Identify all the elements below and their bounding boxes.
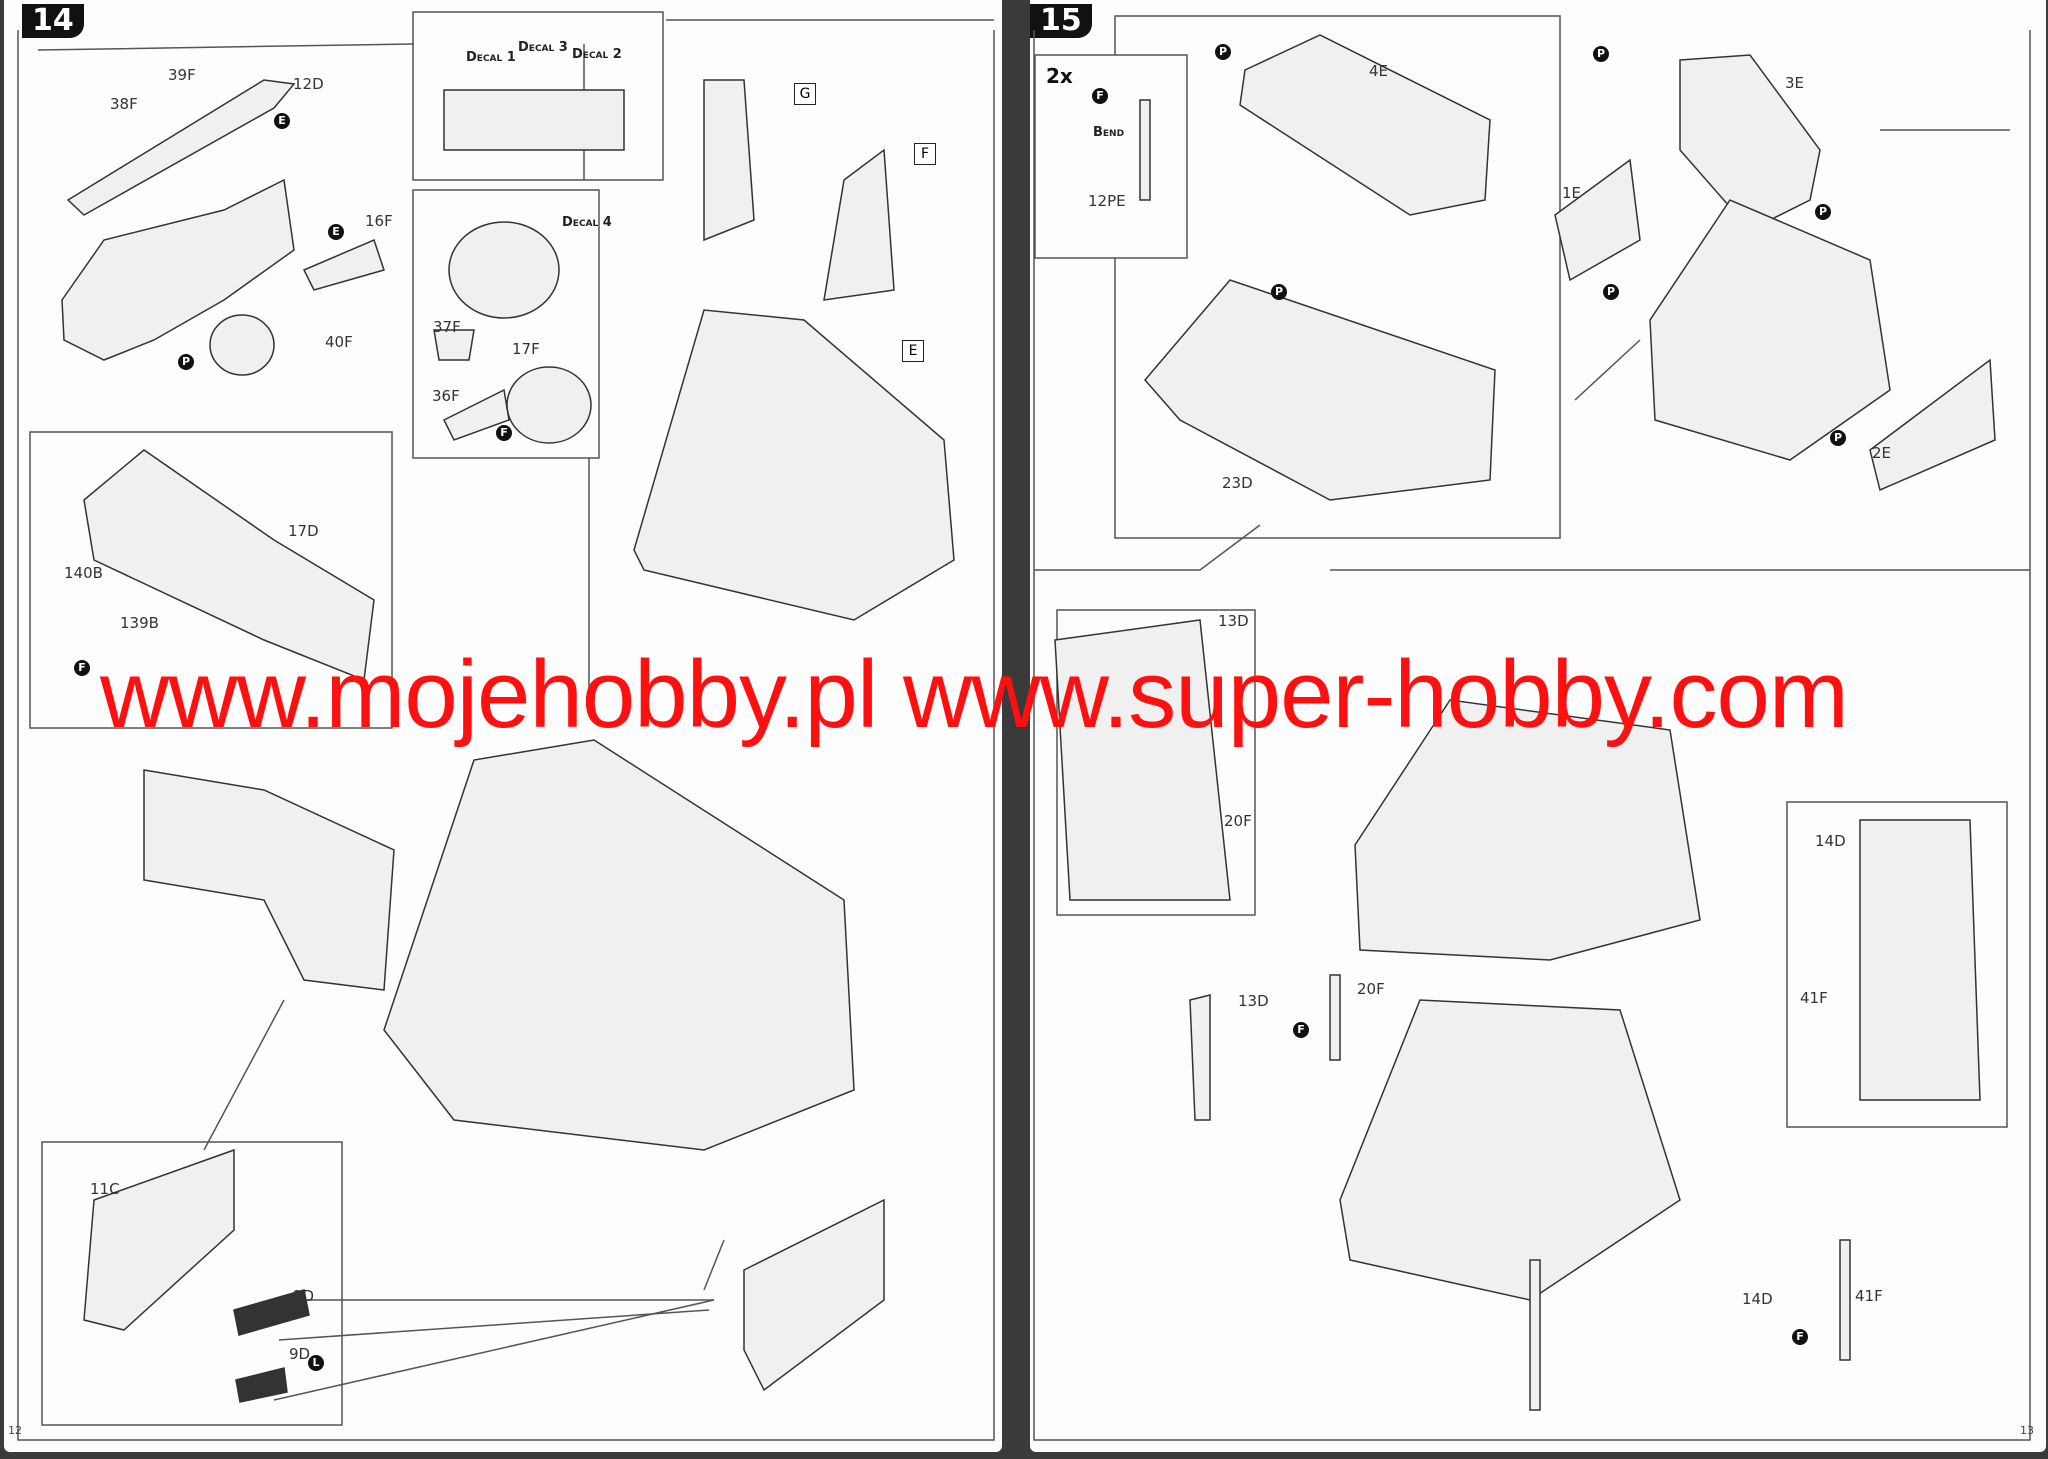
part-label: 41F xyxy=(1855,1287,1883,1305)
assembly-illustration-step-14 xyxy=(17,11,995,1441)
seat-label-box: F xyxy=(914,143,936,165)
decal-label: Decal 4 xyxy=(562,215,612,230)
glue-marker: F xyxy=(74,660,90,676)
part-label: 9D xyxy=(289,1345,311,1363)
part-label: 39F xyxy=(168,66,196,84)
decal-label: Decal 3 xyxy=(518,40,568,55)
part-label: 14D xyxy=(1815,832,1846,850)
glue-marker: P xyxy=(178,354,194,370)
part-label: 41F xyxy=(1800,989,1828,1007)
part-label: 2E xyxy=(1872,444,1892,462)
seat-label-box: E xyxy=(902,340,924,362)
part-label: 12PE xyxy=(1088,192,1126,210)
step-number: 15 xyxy=(1030,4,1092,38)
part-label: 23D xyxy=(1222,474,1253,492)
part-label: 40F xyxy=(325,333,353,351)
seat-label-box: G xyxy=(794,83,816,105)
part-label: 20F xyxy=(1224,812,1252,830)
part-label: 139B xyxy=(120,614,159,632)
glue-marker: L xyxy=(308,1355,324,1371)
part-label: 20F xyxy=(1357,980,1385,998)
part-label: 13D xyxy=(1218,612,1249,630)
part-label: 3E xyxy=(1785,74,1805,92)
bend-label: Bend xyxy=(1093,125,1125,140)
page-number: 13 xyxy=(2020,1424,2034,1437)
part-label: 37F xyxy=(433,318,461,336)
glue-marker: F xyxy=(496,425,512,441)
part-label: 4E xyxy=(1369,62,1389,80)
part-label: 17F xyxy=(512,340,540,358)
watermark-text: www.mojehobby.pl www.super-hobby.com xyxy=(100,641,1849,748)
part-label: 38F xyxy=(110,95,138,113)
glue-marker: P xyxy=(1830,430,1846,446)
part-label: 36F xyxy=(432,387,460,405)
part-label: 13D xyxy=(1238,992,1269,1010)
decal-label: Decal 2 xyxy=(572,47,622,62)
glue-marker: P xyxy=(1603,284,1619,300)
decal-label: Decal 1 xyxy=(466,50,516,65)
glue-marker: F xyxy=(1092,88,1108,104)
instruction-page-14: 14 xyxy=(4,0,1002,1452)
glue-marker: E xyxy=(274,113,290,129)
instruction-page-15: 15 2x Bend 1 xyxy=(1030,0,2046,1452)
part-label: 140B xyxy=(64,564,103,582)
part-label: 12D xyxy=(293,75,324,93)
glue-marker: P xyxy=(1215,44,1231,60)
part-label: 16F xyxy=(365,212,393,230)
part-label: 11C xyxy=(90,1180,120,1198)
multiplier-label: 2x xyxy=(1046,64,1073,88)
part-label: 17D xyxy=(288,522,319,540)
glue-marker: P xyxy=(1271,284,1287,300)
glue-marker: F xyxy=(1293,1022,1309,1038)
assembly-illustration-step-15 xyxy=(1033,15,2031,1441)
step-number: 14 xyxy=(22,4,84,38)
glue-marker: F xyxy=(1792,1329,1808,1345)
glue-marker: E xyxy=(328,224,344,240)
part-label: 2D xyxy=(293,1287,315,1305)
glue-marker: P xyxy=(1593,46,1609,62)
part-label: 1E xyxy=(1562,184,1582,202)
glue-marker: P xyxy=(1815,204,1831,220)
part-label: 14D xyxy=(1742,1290,1773,1308)
page-number: 12 xyxy=(8,1424,22,1437)
